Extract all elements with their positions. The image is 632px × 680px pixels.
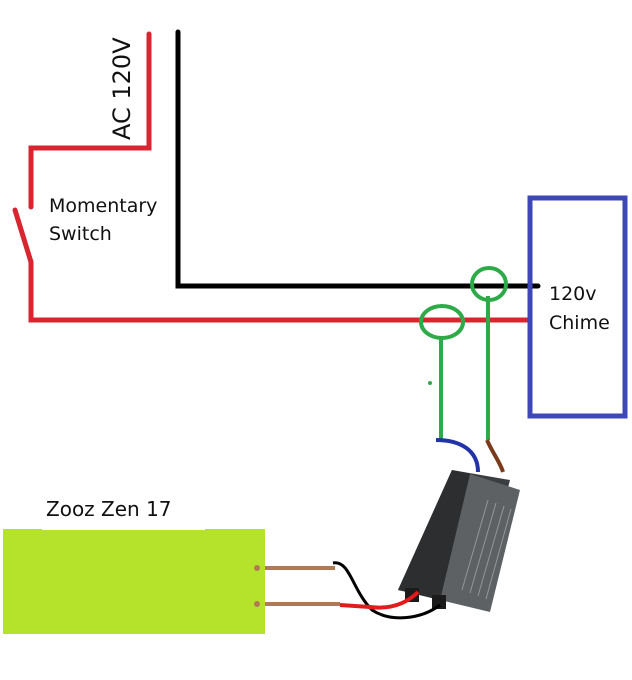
blue-lead — [435, 438, 480, 473]
hot-wire-source — [28, 31, 152, 210]
stray-dot — [428, 381, 432, 385]
chime-label-line1: 120v — [549, 283, 597, 305]
switch-label-line1: Momentary — [49, 195, 158, 217]
zen17-relay-box — [3, 529, 265, 634]
hot-wire-to-chime — [28, 259, 533, 323]
red-output-wire — [339, 590, 420, 610]
neutral-wire — [175, 29, 541, 289]
chime-label-line2: Chime — [549, 312, 610, 334]
ac-source-label: AC 120V — [108, 37, 136, 140]
relay-terminal-2 — [254, 601, 260, 607]
power-module — [398, 470, 520, 612]
brown-lead — [485, 439, 505, 473]
chime-box — [527, 195, 628, 419]
momentary-switch-lever — [12, 207, 34, 265]
switch-label-line2: Switch — [49, 223, 112, 245]
relay-label: Zooz Zen 17 — [46, 497, 172, 521]
black-output-wire — [332, 561, 441, 620]
relay-terminal-1 — [254, 565, 260, 571]
